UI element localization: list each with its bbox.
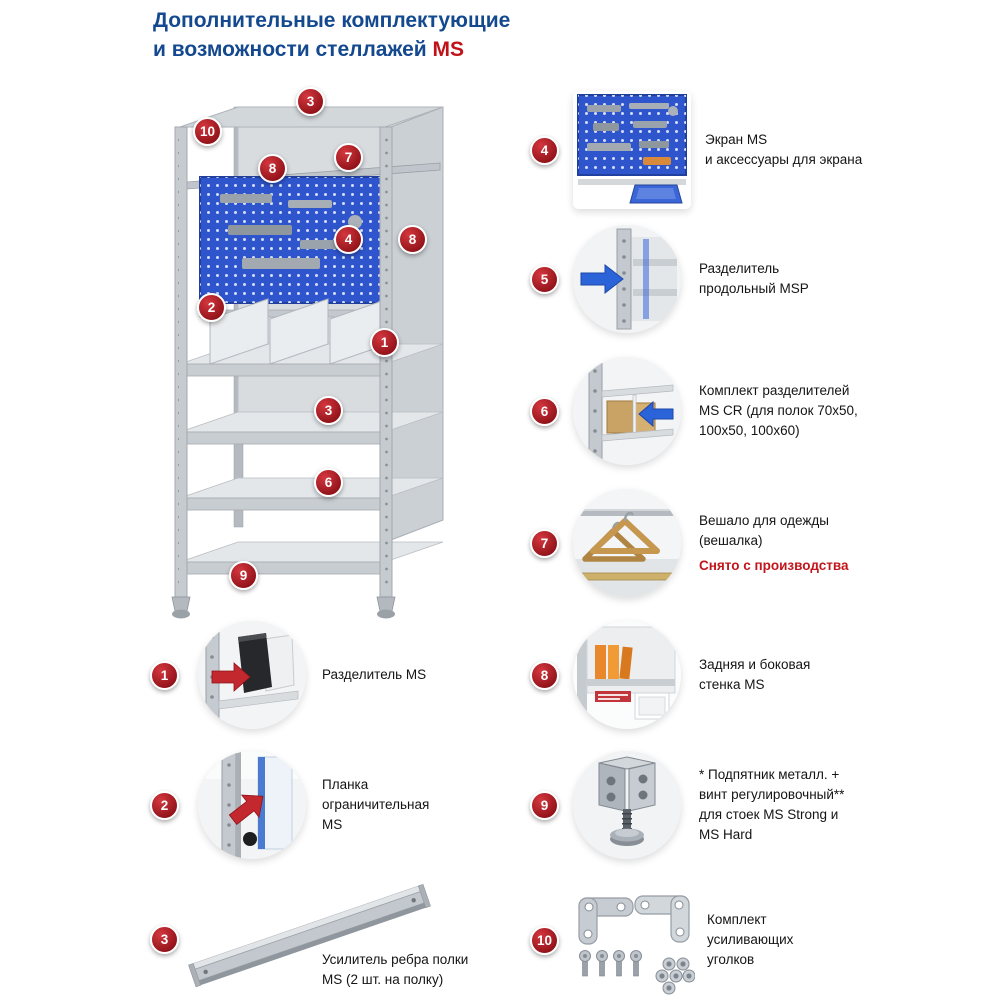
rack-callout-10: 10: [193, 117, 222, 146]
rib-stiffener-photo: [180, 882, 440, 997]
longitudinal-divider-icon: [573, 225, 681, 333]
item-number-badge: 7: [530, 528, 559, 558]
item-desc-line: ограничительная: [322, 797, 430, 812]
corner-kit-photo: [573, 884, 696, 996]
rack-foot: [171, 596, 191, 619]
rack-callout-4: 4: [334, 225, 363, 254]
corner-kit-icon: [578, 895, 696, 995]
clothes-hanger-icon: [573, 489, 681, 597]
item-desc-line: Усилитель ребра полки: [322, 952, 469, 967]
rack-shelf: [179, 541, 444, 575]
rack-callout-9: 9: [229, 561, 258, 590]
item-desc: Планка ограничительная MS: [322, 775, 429, 835]
item-number-badge: 1: [150, 660, 179, 690]
rack-callout-8b: 8: [398, 225, 427, 254]
item-desc: Разделитель MS: [322, 665, 426, 685]
page-title-line1: Дополнительные комплектующие: [153, 9, 511, 32]
foot-plate-icon: [573, 751, 681, 859]
rack-callout-1: 1: [370, 328, 399, 357]
item-desc-line: Задняя и боковая: [699, 657, 811, 672]
rack-callout-2: 2: [197, 293, 226, 322]
foot-plate-photo: [573, 751, 681, 859]
item-number-badge: 6: [530, 396, 559, 426]
item-number-badge: 3: [150, 925, 179, 954]
list-item-6: 6 Комплект разделителей MS CR (для полок…: [530, 356, 858, 466]
back-side-wall-icon: [573, 621, 681, 729]
item-desc-line: стенка MS: [699, 677, 765, 692]
item-desc-line: Экран MS: [705, 132, 768, 147]
page-title: Дополнительные комплектующие и возможнос…: [153, 6, 510, 64]
rack-callout-3: 3: [296, 87, 325, 116]
item-desc-line: MS (2 шт. на полку): [322, 972, 444, 987]
divider-icon: [198, 621, 306, 729]
item-desc-line: винт регулировочный**: [699, 787, 845, 802]
rack-foot: [376, 596, 396, 619]
item-number-badge: 2: [150, 790, 179, 820]
rack-illustration: [171, 106, 444, 619]
item-desc: Экран MS и аксессуары для экрана: [705, 130, 862, 170]
item-desc-line: уголков: [707, 952, 755, 967]
limit-strip-photo: [198, 751, 306, 859]
item-desc-line: Разделитель MS: [322, 667, 427, 682]
rack-illustration-area: 3 10 7 8 4 8 2 1 3 6 9: [150, 82, 480, 622]
item-number-badge: 9: [530, 790, 559, 820]
item-desc-line: * Подпятник металл. +: [699, 767, 840, 782]
rack-callout-6: 6: [314, 468, 343, 497]
list-item-1: 1 Разделитель MS: [150, 620, 426, 730]
longitudinal-divider-photo: [573, 225, 681, 333]
item-desc: Задняя и боковая стенка MS: [699, 655, 810, 695]
rib-stiffener-icon: [188, 883, 431, 988]
clothes-hanger-photo: [573, 489, 681, 597]
list-item-9: 9 * Подпятник металл. + винт регу: [530, 750, 844, 860]
item-desc: Разделитель продольный MSP: [699, 259, 809, 299]
divider-photo: [198, 621, 306, 729]
divider-kit-icon: [573, 357, 681, 465]
item-desc-line: продольный MSP: [699, 281, 809, 296]
list-item-10: 10: [530, 884, 793, 996]
item-desc-line: Комплект разделителей: [699, 383, 850, 398]
divider-kit-photo: [573, 357, 681, 465]
item-desc-line: и аксессуары для экрана: [705, 152, 863, 167]
item-desc: Комплект усиливающих уголков: [707, 910, 793, 970]
list-item-8: 8 Задняя и боковая стенка MS: [530, 620, 810, 730]
discontinued-note: Снято с производства: [699, 557, 849, 573]
limit-strip-icon: [198, 751, 306, 859]
item-desc: Усилитель ребра полки MS (2 шт. на полку…: [322, 950, 468, 990]
brand-ms: MS: [432, 38, 465, 61]
item-desc: * Подпятник металл. + винт регулировочны…: [699, 765, 844, 845]
item-number-badge: 10: [530, 925, 559, 955]
item-desc-line: 100х50, 100х60): [699, 423, 800, 438]
pegboard-screen-icon: [573, 91, 691, 209]
item-desc-line: MS Hard: [699, 827, 753, 842]
list-item-4: 4: [530, 90, 862, 210]
list-item-3-badge-wrap: 3: [150, 925, 179, 954]
rack-callout-8: 8: [258, 154, 287, 183]
pegboard-screen-photo: [573, 91, 691, 209]
list-item-7: 7 Вешало для одежды (вешалка) Снято с пр…: [530, 488, 848, 598]
rack-callout-3b: 3: [314, 396, 343, 425]
rack-callout-7: 7: [334, 143, 363, 172]
list-item-2: 2 Планка ограничительная MS: [150, 750, 429, 860]
item-desc-line: Комплект: [707, 912, 767, 927]
item-desc-line: MS: [322, 817, 343, 832]
back-side-wall-photo: [573, 621, 681, 729]
page-title-line2: и возможности стеллажей MS: [153, 38, 465, 61]
item-desc-line: для стоек MS Strong и: [699, 807, 839, 822]
item-desc-line: (вешалка): [699, 532, 763, 548]
item-desc-line: усиливающих: [707, 932, 794, 947]
item-number-badge: 8: [530, 660, 559, 690]
list-item-5: 5 Разделитель продольный MSP: [530, 224, 809, 334]
item-number-badge: 4: [530, 135, 559, 165]
item-desc-line: MS CR (для полок 70х50,: [699, 403, 858, 418]
item-desc: Комплект разделителей MS CR (для полок 7…: [699, 381, 858, 441]
item-desc-line: Вешало для одежды: [699, 512, 830, 528]
item-number-badge: 5: [530, 264, 559, 294]
item-desc-line: Планка: [322, 777, 369, 792]
item-desc-line: Разделитель: [699, 261, 780, 276]
item-desc: Вешало для одежды (вешалка) Снято с прои…: [699, 511, 848, 576]
